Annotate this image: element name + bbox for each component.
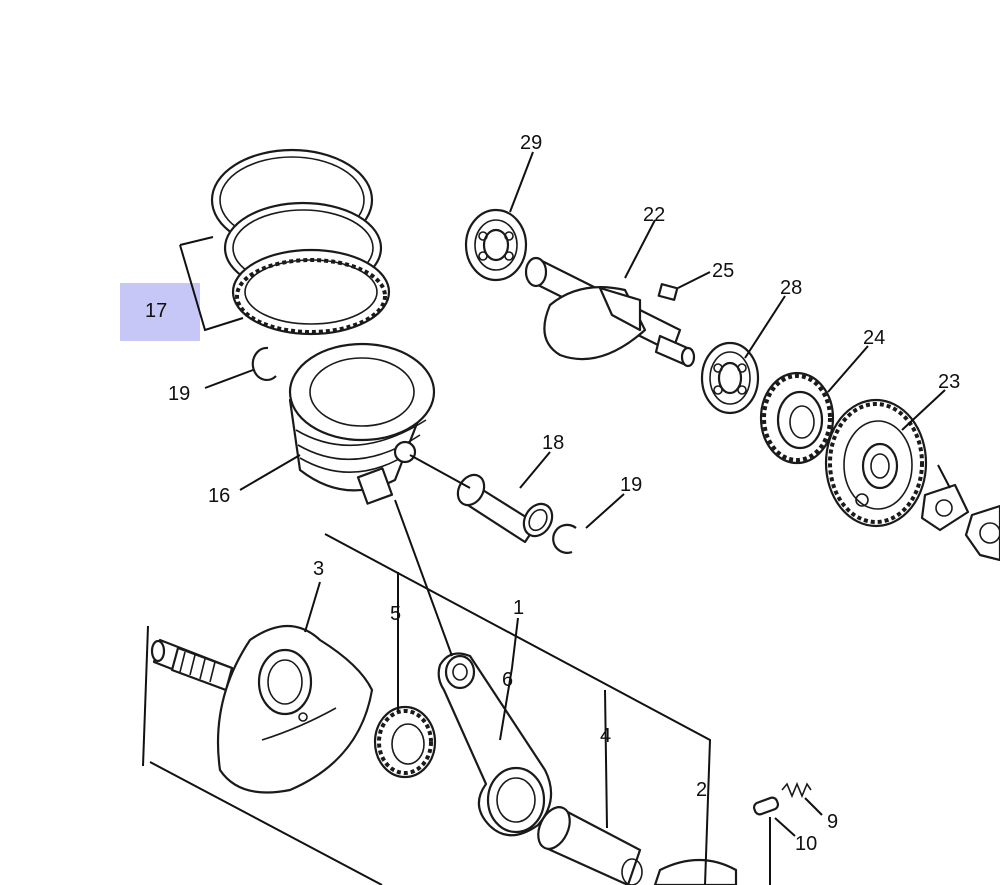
crank-pin-icon[interactable] (532, 802, 642, 885)
callout-29[interactable]: 29 (520, 132, 542, 154)
circlip-lower-icon[interactable] (552, 523, 577, 554)
spring-icon[interactable] (781, 781, 812, 799)
balancer-drive-gear-icon[interactable] (759, 371, 835, 465)
crankshaft-right-icon[interactable] (621, 858, 738, 885)
circlip-upper-icon[interactable] (251, 346, 277, 381)
callout-2[interactable]: 2 (696, 779, 707, 801)
callout-25[interactable]: 25 (712, 260, 734, 282)
callout-16[interactable]: 16 (208, 485, 230, 507)
callout-24[interactable]: 24 (863, 327, 885, 349)
woodruff-key-icon[interactable] (657, 283, 679, 301)
ball-bearing-29-icon[interactable] (464, 208, 528, 282)
piston-icon[interactable] (288, 342, 436, 505)
callout-19-upper[interactable]: 19 (168, 383, 190, 405)
balancer-driven-gear-icon[interactable] (824, 398, 928, 528)
ball-bearing-28-icon[interactable] (700, 341, 760, 415)
callout-9[interactable]: 9 (827, 811, 838, 833)
needle-bearing-icon[interactable] (373, 705, 437, 779)
pin-icon[interactable] (752, 796, 780, 816)
selected-part-highlight[interactable] (120, 283, 200, 341)
callout-18[interactable]: 18 (542, 432, 564, 454)
connecting-rod-icon[interactable] (437, 652, 553, 837)
callout-1[interactable]: 1 (513, 597, 524, 619)
callout-4[interactable]: 4 (600, 725, 611, 747)
lock-washer-icon[interactable] (920, 483, 970, 532)
callout-23[interactable]: 23 (938, 371, 960, 393)
piston-pin-icon[interactable] (453, 470, 558, 544)
callout-17[interactable]: 17 (145, 300, 167, 322)
callout-3[interactable]: 3 (313, 558, 324, 580)
callout-22[interactable]: 22 (643, 204, 665, 226)
callout-19-lower[interactable]: 19 (620, 474, 642, 496)
piston-ring-set-icon[interactable] (210, 148, 391, 336)
callout-5[interactable]: 5 (390, 603, 401, 625)
callout-10[interactable]: 10 (795, 833, 817, 855)
balancer-shaft-icon[interactable] (524, 256, 696, 368)
callout-28[interactable]: 28 (780, 277, 802, 299)
nut-icon[interactable] (964, 504, 1000, 562)
callout-6[interactable]: 6 (502, 669, 513, 691)
crankshaft-icon[interactable] (150, 624, 374, 794)
